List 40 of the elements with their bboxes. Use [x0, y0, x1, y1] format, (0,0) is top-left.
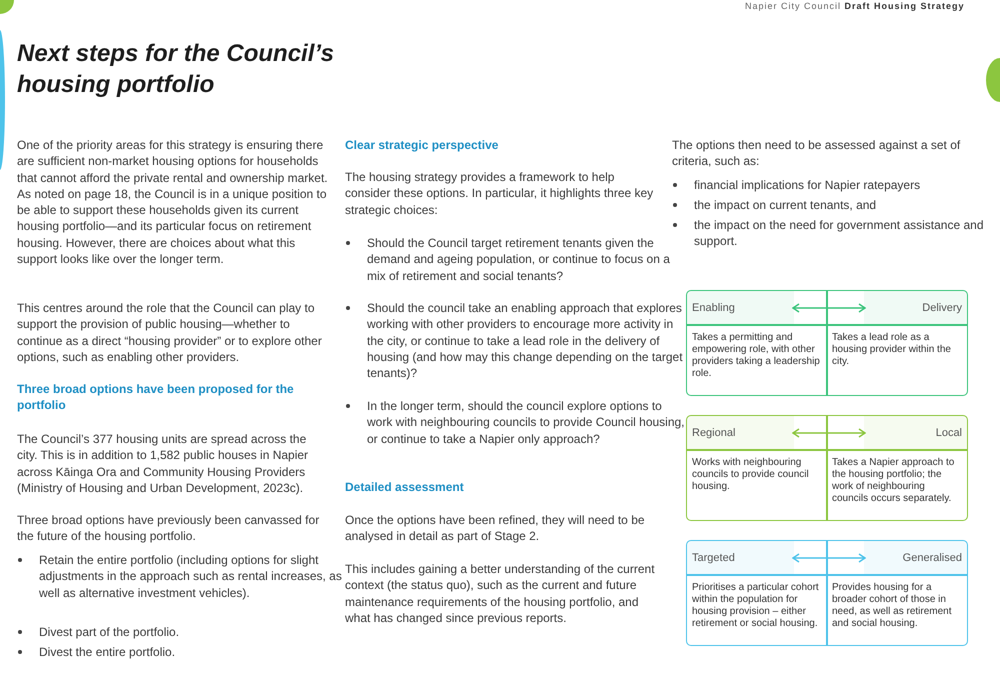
- double-arrow: [792, 303, 866, 313]
- bullet-item: Should the Council target retirement tenants given the demand and ageing population, or continue to focus on a mix of retirement and social tenants?: [367, 236, 670, 283]
- option-description: Takes a Napier approach to the housing portfolio; the work of neighbouring councils occurs separately.: [827, 450, 967, 509]
- double-arrow: [792, 428, 866, 438]
- comparison-card: [686, 540, 968, 646]
- section-heading: Clear strategic perspective: [345, 137, 500, 154]
- comparison-card: [686, 415, 968, 521]
- option-description: Takes a permitting and empowering role, with other providers taking a leadership role.: [687, 325, 827, 384]
- paragraph: Three broad options have previously been canvassed for the future of the housing portfolio.: [17, 512, 320, 545]
- option-heading: Targeted: [687, 541, 794, 574]
- bullet-item: In the longer term, should the council explore options to work with neighbouring councils to provide Council housing, or continue to take a Napier only approach?: [367, 399, 685, 446]
- option-heading: Delivery: [864, 291, 967, 324]
- paragraph: This centres around the role that the Council can play to support the provision of public housing—whether to continue as a direct “housing provider” or to explore other options, such as enabling other providers.: [17, 300, 323, 366]
- bullet-item: Retain the entire portfolio (including options for slight adjustments in the approach such as rental increases, as well as alternative investment vehicles).: [39, 553, 342, 600]
- bullet-item: Should the council take an enabling approach that explores working with other providers to encourage more activity in the city, or continue to take a lead role in the delivery of housing (and how may this change depending on the target tenants)?: [367, 301, 683, 380]
- option-heading: Enabling: [687, 291, 794, 324]
- bullet-item: financial implications for Napier ratepayers: [694, 178, 920, 192]
- paragraph: The Council’s 377 housing units are spread across the city. This is in addition to 1,582 public houses in Napier across Kāinga Ora and Community Housing Providers (Ministry of Housing and Urban Development, 2023c).: [17, 431, 310, 496]
- bullet-item: the impact on the need for government assistance and support.: [694, 218, 984, 248]
- section-heading: Detailed assessment: [345, 479, 465, 496]
- option-heading: Local: [864, 416, 967, 449]
- option-description: Prioritises a particular cohort within the population for housing provision – either retirement or social housing.: [687, 575, 827, 634]
- paragraph: Once the options have been refined, they will need to be analysed in detail as part of Stage 2.: [345, 512, 646, 545]
- comparison-card: [686, 290, 968, 396]
- option-description: Provides housing for a broader cohort of those in need, as well as retirement and social housing.: [827, 575, 967, 634]
- bullet-item: the impact on current tenants, and: [694, 198, 876, 212]
- option-description: Works with neighbouring councils to provide council housing.: [687, 450, 827, 497]
- bullet-item: Divest the entire portfolio.: [39, 645, 176, 659]
- bullet-item: Divest part of the portfolio.: [39, 625, 180, 639]
- page-title: Next steps for the Council’s housing portfolio: [17, 39, 335, 100]
- option-description: Takes a lead role as a housing provider within the city.: [827, 325, 967, 372]
- option-heading: Regional: [687, 416, 794, 449]
- paragraph: The housing strategy provides a framework to help consider these options. In particular, it highlights three key strategic choices:: [345, 169, 654, 218]
- double-arrow: [792, 553, 866, 563]
- running-header: Napier City Council Draft Housing Strategy: [745, 1, 966, 11]
- paragraph: This includes gaining a better understanding of the current context (the status quo), such as the current and future maintenance requirements of the housing portfolio, and what has changed since previous reports.: [345, 561, 656, 626]
- paragraph: One of the priority areas for this strategy is ensuring there are sufficient non-market housing options for households that cannot afford the private rental and ownership market. As noted on page 18, the Council is in a unique position to be able to support these households given its current housing portfolio—and its particular focus on retirement housing. However, there are choices about what this support looks like over the longer term.: [17, 137, 329, 268]
- section-heading: Three broad options have been proposed for the portfolio: [17, 381, 295, 414]
- option-heading: Generalised: [864, 541, 967, 574]
- paragraph: The options then need to be assessed against a set of criteria, such as:: [672, 137, 962, 170]
